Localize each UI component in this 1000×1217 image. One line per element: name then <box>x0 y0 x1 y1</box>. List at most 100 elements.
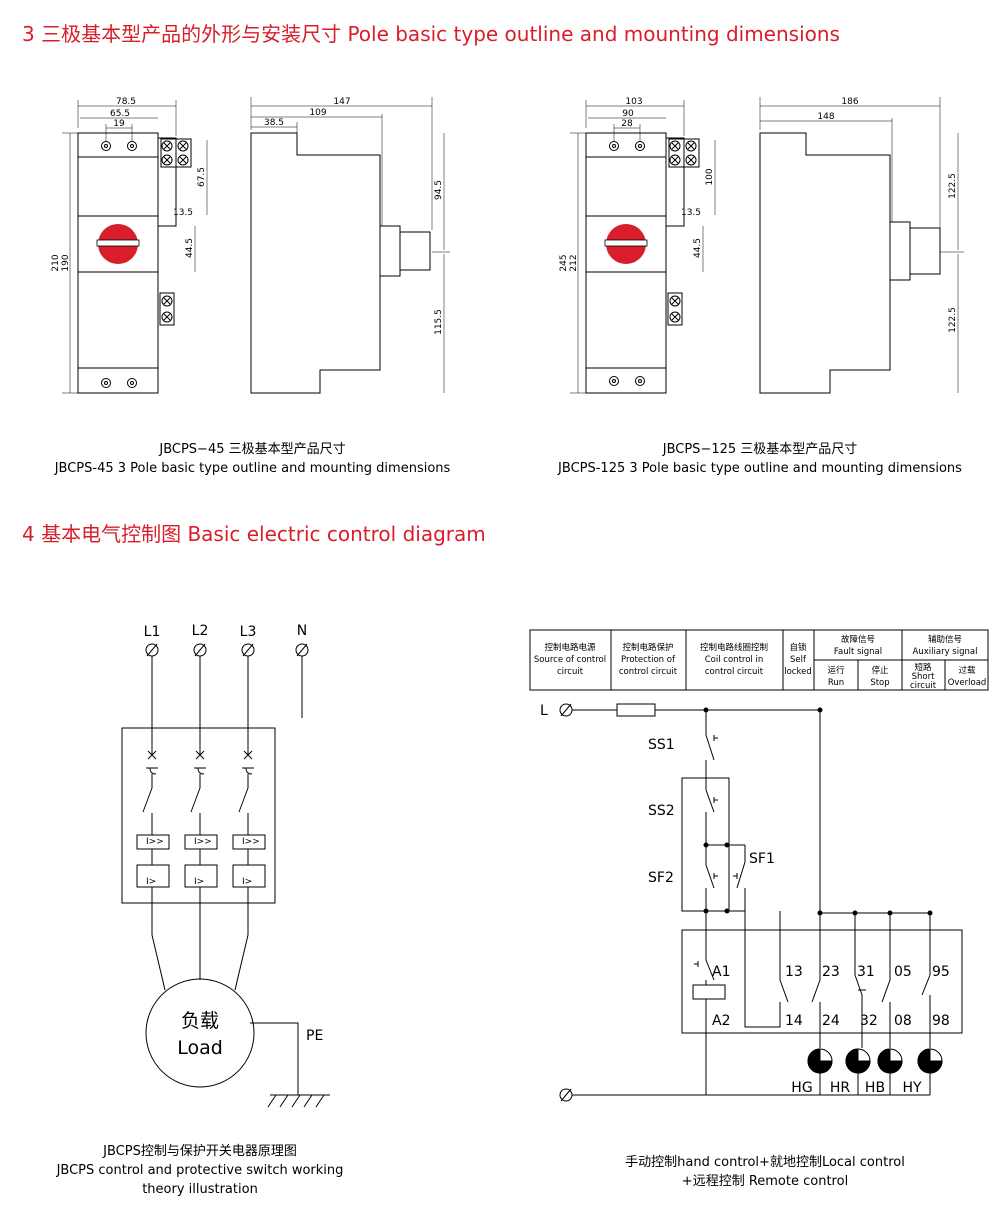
jb125-caption: JBCPS−125 三极基本型产品尺寸 JBCPS-125 3 Pole bas… <box>540 440 980 478</box>
dim-width-body: 90 <box>622 109 634 119</box>
table-col2-en2: control circuit <box>619 667 678 677</box>
dim-height-holes: 190 <box>61 254 71 271</box>
table-aux-en: Auxiliary signal <box>913 647 978 657</box>
table-col4-en2: locked <box>784 667 811 677</box>
terminal-screw-icon <box>159 138 192 326</box>
wiring-caption-line3: theory illustration <box>142 1182 258 1197</box>
dim-width-overall: 78.5 <box>116 97 136 107</box>
terminal-95: 95 <box>932 964 950 980</box>
dim-height-overall: 210 <box>51 254 61 271</box>
table-fault-en: Fault signal <box>834 647 882 657</box>
table-col2-cn: 控制电路保护 <box>622 642 673 653</box>
jb45-caption: JBCPS−45 三极基本型产品尺寸 JBCPS-45 3 Pole basic… <box>40 440 465 478</box>
overcurrent-symbol: I>> <box>194 837 212 847</box>
jb125-side-view <box>759 97 964 394</box>
control-caption-line2: +远程控制 Remote control <box>681 1174 849 1189</box>
phase-label-l1: L1 <box>144 624 161 640</box>
sf2-label: SF2 <box>648 870 674 886</box>
wiring-diagram <box>121 643 330 1108</box>
load-label-cn: 负载 <box>181 1010 219 1032</box>
dim-width-body: 65.5 <box>110 109 130 119</box>
phase-label-l3: L3 <box>240 624 257 640</box>
control-caption: 手动控制hand control+就地控制Local control +远程控制… <box>580 1153 950 1191</box>
dim-knob-section: 44.5 <box>185 238 195 258</box>
phase-label-l2: L2 <box>192 623 209 639</box>
jb45-caption-cn: JBCPS−45 三极基本型产品尺寸 <box>159 442 346 457</box>
ss1-label: SS1 <box>648 737 675 753</box>
terminal-screw-icon <box>667 138 700 326</box>
terminal-32: 32 <box>860 1013 878 1029</box>
dim-lower-height: 115.5 <box>434 309 444 335</box>
jb45-caption-en: JBCPS-45 3 Pole basic type outline and m… <box>54 461 451 476</box>
table-short-en2: circuit <box>910 681 937 691</box>
table-col4-en1: Self <box>790 655 807 665</box>
dim-upper-height: 122.5 <box>948 173 958 199</box>
table-col1-en1: Source of control <box>534 655 606 665</box>
terminal-24: 24 <box>822 1013 840 1029</box>
ground-icon <box>267 1094 325 1108</box>
table-col4-cn: 自锁 <box>789 642 807 653</box>
table-over-en: Overload <box>948 678 987 688</box>
terminal-98: 98 <box>932 1013 950 1029</box>
dim-upper-section: 67.5 <box>197 167 207 187</box>
section4-title: 4 基本电气控制图 Basic electric control diagram <box>22 522 486 546</box>
overload-symbol: I> <box>146 877 156 887</box>
terminal-13: 13 <box>785 964 803 980</box>
pe-label: PE <box>306 1028 323 1044</box>
table-fault-cn: 故障信号 <box>841 634 875 645</box>
dim-step: 13.5 <box>681 208 701 218</box>
lamp-hr-label: HR <box>830 1080 851 1096</box>
breaker-pole <box>136 728 170 935</box>
jb125-caption-en: JBCPS-125 3 Pole basic type outline and … <box>558 461 962 476</box>
dim-hole-spacing: 28 <box>621 119 633 129</box>
dim-upper-height: 94.5 <box>434 180 444 200</box>
table-short-cn: 短路 <box>914 662 932 673</box>
jb125-caption-cn: JBCPS−125 三极基本型产品尺寸 <box>662 442 858 457</box>
table-stop-en: Stop <box>870 678 889 688</box>
jb125-front-view <box>570 100 716 394</box>
jb45-front-view <box>62 100 208 394</box>
table-col3-en2: control circuit <box>705 667 764 677</box>
terminal-23: 23 <box>822 964 840 980</box>
load-motor-icon <box>145 978 255 1088</box>
control-diagram <box>529 629 989 1102</box>
dim-depth-overall: 147 <box>333 97 350 107</box>
jb45-side-view <box>250 97 450 394</box>
dim-depth-body: 148 <box>817 112 834 122</box>
dim-height-holes: 212 <box>569 254 579 271</box>
lamp-hy-label: HY <box>902 1080 922 1096</box>
dim-hole-spacing: 19 <box>113 119 125 129</box>
overcurrent-symbol: I>> <box>242 837 260 847</box>
dim-upper-section: 100 <box>705 168 715 185</box>
overload-symbol: I> <box>242 877 252 887</box>
dim-depth-body: 109 <box>309 108 326 118</box>
load-label-en: Load <box>177 1037 223 1059</box>
dim-step: 13.5 <box>173 208 193 218</box>
table-over-cn: 过载 <box>958 665 976 676</box>
table-col1-en2: circuit <box>557 667 584 677</box>
coil-a1-label: A1 <box>712 964 730 980</box>
wiring-caption: JBCPS控制与保护开关电器原理图 JBCPS control and prot… <box>50 1142 350 1199</box>
wiring-caption-line1: JBCPS控制与保护开关电器原理图 <box>103 1144 297 1159</box>
table-run-en: Run <box>828 678 844 688</box>
lamp-hg-label: HG <box>791 1080 812 1096</box>
dim-depth-step: 38.5 <box>264 118 284 128</box>
dim-knob-section: 44.5 <box>693 238 703 258</box>
phase-label-n: N <box>297 623 307 639</box>
sf1-label: SF1 <box>749 851 775 867</box>
dim-width-overall: 103 <box>625 97 642 107</box>
overcurrent-symbol: I>> <box>146 837 164 847</box>
terminal-08: 08 <box>894 1013 912 1029</box>
dim-height-overall: 245 <box>559 254 569 271</box>
table-stop-cn: 停止 <box>871 665 889 676</box>
table-col3-cn: 控制电路线圈控制 <box>700 642 768 653</box>
ss2-label: SS2 <box>648 803 675 819</box>
wiring-caption-line2: JBCPS control and protective switch work… <box>56 1163 344 1178</box>
terminal-05: 05 <box>894 964 912 980</box>
table-col1-cn: 控制电路电源 <box>544 642 596 653</box>
dim-depth-overall: 186 <box>841 97 858 107</box>
breaker-pole <box>184 728 218 980</box>
terminal-14: 14 <box>785 1013 803 1029</box>
table-aux-cn: 辅助信号 <box>928 634 962 645</box>
table-col2-en1: Protection of <box>621 655 676 665</box>
